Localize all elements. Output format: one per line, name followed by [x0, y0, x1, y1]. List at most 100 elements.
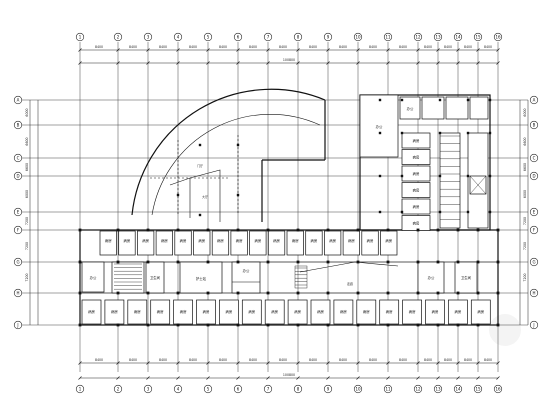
axis-number: 6: [237, 387, 240, 392]
axis-bubble-number: [113, 384, 123, 394]
wc-room: [469, 96, 489, 120]
elevator-cross: [469, 175, 487, 195]
dimension-tick: [206, 361, 210, 365]
top-room-row: 病房病房病房病房病房病房病房病房病房病房病房病房病房病房病房病房: [99, 230, 398, 256]
dimension-label-right: 6000: [523, 108, 527, 116]
office-room-label: 办公: [243, 268, 250, 273]
dimension-tick: [78, 61, 82, 65]
dimension-tick: [386, 61, 390, 65]
dimension-tick: [266, 376, 270, 380]
curved-hall-inner-wall: [151, 114, 321, 216]
column: [456, 260, 460, 264]
ward-room-label: 病房: [413, 171, 420, 176]
column: [78, 228, 82, 232]
ward-room-label: 病房: [455, 309, 462, 314]
dimension-tick: [476, 48, 480, 52]
column: [438, 210, 442, 214]
ward-room: [137, 230, 155, 256]
column: [488, 131, 492, 135]
column: [416, 260, 420, 264]
dimension-label-left: 7200: [25, 242, 29, 250]
column: [456, 228, 460, 232]
office-room: [445, 96, 469, 120]
ward-room-label: 病房: [413, 221, 420, 226]
column: [488, 98, 492, 102]
column: [476, 291, 480, 295]
ward-room: [286, 230, 304, 256]
wc-room-label: 卫生间: [461, 275, 472, 280]
entrance-canopy: [189, 169, 221, 222]
dimension-label-top: 8400: [279, 45, 287, 49]
column: [146, 323, 150, 327]
dimension-tick: [456, 361, 460, 365]
dimension-label-top: 8400: [424, 45, 432, 49]
dimension-label-top: 8400: [249, 45, 257, 49]
column: [438, 174, 442, 178]
ward-room-label: 病房: [142, 238, 149, 243]
column: [176, 323, 180, 327]
column: [206, 260, 210, 264]
axis-bubble-letter: [13, 120, 23, 130]
nurse-station: [179, 261, 223, 294]
ward-room-label: 病房: [385, 238, 392, 243]
stair-core: [439, 132, 461, 229]
office-room: [421, 96, 445, 120]
column: [326, 291, 330, 295]
dimension-tick: [356, 376, 360, 380]
ward-room: [470, 299, 491, 325]
axis-bubble-number: [473, 32, 483, 42]
wc-room: [145, 261, 165, 294]
axis-number: 3: [147, 35, 150, 40]
ward-room: [104, 299, 125, 325]
ward-room-label: 病房: [236, 238, 243, 243]
axis-number: 6: [237, 35, 240, 40]
column: [438, 98, 442, 102]
dimension-label-top: 8400: [129, 45, 137, 49]
axis-bubble-number: [75, 384, 85, 394]
axis-bubble-number: [143, 384, 153, 394]
column: [456, 291, 460, 295]
dimension-tick: [386, 361, 390, 365]
axis-bubble-number: [143, 32, 153, 42]
axis-bubble-number: [413, 384, 423, 394]
axis-letter: H: [532, 291, 535, 296]
ward-room-label: 病房: [329, 238, 336, 243]
axis-number: 10: [355, 387, 361, 392]
dimension-label-top: 8400: [219, 45, 227, 49]
dimension-tick: [416, 361, 420, 365]
column: [176, 193, 180, 197]
dimension-label-right: 6600: [523, 137, 527, 145]
axis-bubble-number: [293, 32, 303, 42]
column: [386, 260, 390, 264]
office-room: [417, 261, 445, 294]
dimension-tick: [456, 376, 460, 380]
axis-number: 4: [177, 387, 180, 392]
column: [438, 131, 442, 135]
dimension-tick: [386, 48, 390, 52]
dimension-tick: [116, 376, 120, 380]
left-end-core: 办公卫生间护士站办公: [81, 261, 261, 294]
ward-room-label: 病房: [198, 238, 205, 243]
ward-room: [401, 132, 431, 149]
dimension-tick: [296, 376, 300, 380]
column: [78, 260, 82, 264]
column: [400, 131, 404, 135]
dimension-tick: [266, 48, 270, 52]
column: [266, 291, 270, 295]
ward-room: [401, 149, 431, 165]
column: [266, 323, 270, 327]
ward-room: [99, 230, 117, 256]
watermark-decoration: [489, 314, 521, 346]
axis-number: 5: [207, 387, 210, 392]
ward-room-label: 病房: [413, 138, 420, 143]
dimension-tick: [236, 361, 240, 365]
dimension-tick: [496, 48, 500, 52]
column: [198, 143, 202, 147]
ward-room-label: 病房: [273, 238, 280, 243]
column: [176, 228, 180, 232]
dimension-label-bottom: 8400: [484, 358, 492, 362]
dimension-tick: [496, 361, 500, 365]
ward-room: [219, 299, 239, 325]
axis-bubble-number: [293, 384, 303, 394]
